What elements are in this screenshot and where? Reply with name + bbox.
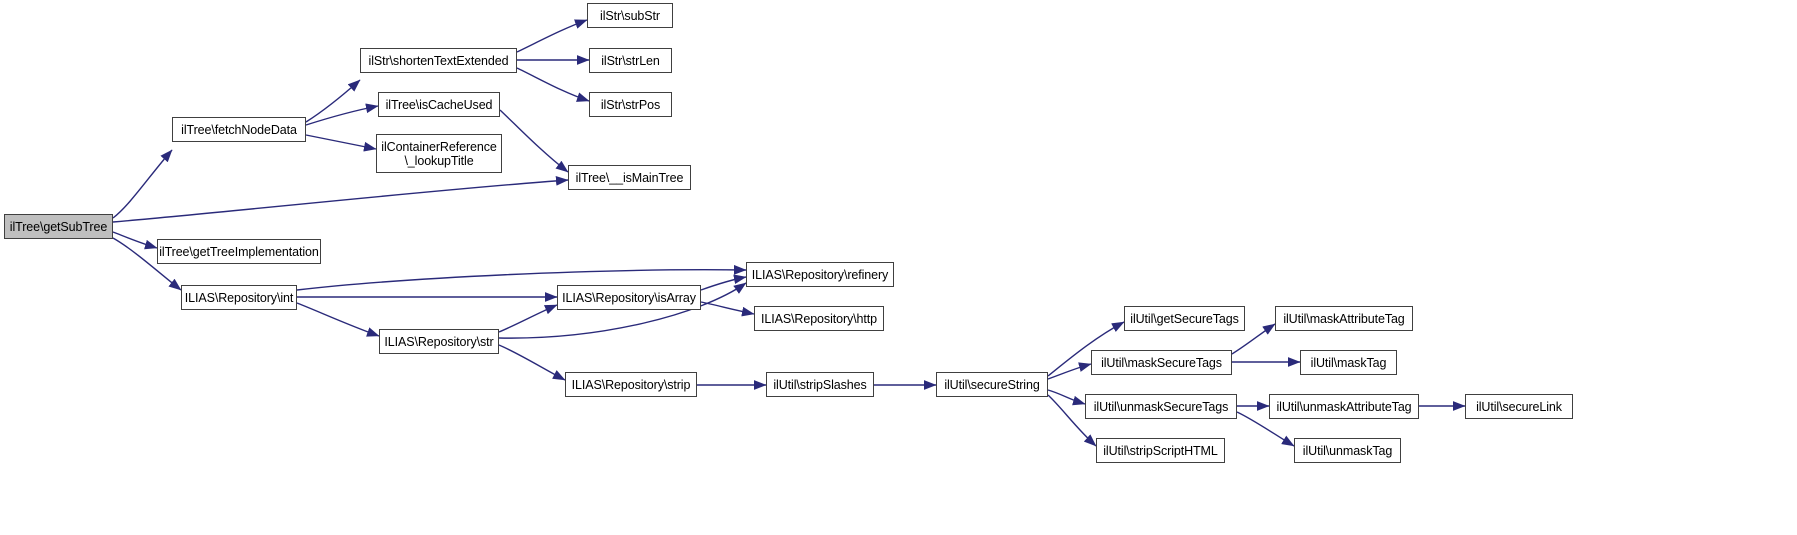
graph-node-getSubTree[interactable]: ilTree\getSubTree: [4, 214, 113, 239]
graph-node-maskAttributeTag[interactable]: ilUtil\maskAttributeTag: [1275, 306, 1413, 331]
graph-node-lookupTitle[interactable]: ilContainerReference \_lookupTitle: [376, 134, 502, 173]
graph-edge-isArray-to-refinery: [700, 274, 747, 291]
graph-node-label: ilUtil\secureString: [944, 377, 1040, 392]
graph-edge-getSubTree-to-isMainTree: [112, 175, 569, 223]
graph-node-label: ILIAS\Repository\refinery: [751, 267, 889, 282]
graph-edge-repoStr-to-refinery: [498, 282, 747, 339]
graph-edge-repoStr-to-isArray: [498, 304, 558, 333]
graph-node-strPos[interactable]: ilStr\strPos: [589, 92, 672, 117]
graph-node-label: ILIAS\Repository\isArray: [562, 290, 696, 305]
graph-node-label: ilStr\subStr: [600, 8, 660, 23]
graph-node-refinery[interactable]: ILIAS\Repository\refinery: [746, 262, 894, 287]
graph-node-subStr[interactable]: ilStr\subStr: [587, 3, 673, 28]
graph-node-repoInt[interactable]: ILIAS\Repository\int: [181, 285, 297, 310]
graph-node-label: ilUtil\secureLink: [1476, 399, 1562, 414]
graph-node-unmaskTag[interactable]: ilUtil\unmaskTag: [1294, 438, 1401, 463]
graph-edge-repoInt-to-refinery: [296, 264, 747, 291]
graph-edge-shortenTextExtended-to-strPos: [516, 67, 590, 102]
graph-node-unmaskAttributeTag[interactable]: ilUtil\unmaskAttributeTag: [1269, 394, 1419, 419]
graph-edge-shortenTextExtended-to-subStr: [516, 19, 588, 53]
graph-node-label: ilUtil\stripScriptHTML: [1103, 443, 1218, 458]
graph-node-secureLink[interactable]: ilUtil\secureLink: [1465, 394, 1573, 419]
graph-node-label: ilTree\__isMainTree: [575, 170, 684, 185]
graph-node-secureString[interactable]: ilUtil\secureString: [936, 372, 1048, 397]
graph-node-label: ilUtil\unmaskTag: [1302, 443, 1393, 458]
graph-node-label: ilUtil\stripSlashes: [773, 377, 867, 392]
graph-edge-repoInt-to-repoStr: [296, 302, 380, 337]
graph-edge-fetchNodeData-to-lookupTitle: [305, 134, 377, 152]
graph-node-stripScriptHTML[interactable]: ilUtil\stripScriptHTML: [1096, 438, 1225, 463]
graph-edge-secureString-to-unmaskSecureTags: [1047, 389, 1086, 406]
graph-node-http[interactable]: ILIAS\Repository\http: [754, 306, 884, 331]
graph-edge-maskSecureTags-to-maskAttributeTag: [1231, 323, 1276, 355]
graph-edge-repoStr-to-repoStrip: [498, 344, 566, 381]
graph-edge-getSubTree-to-repoInt: [112, 237, 182, 291]
graph-node-repoStr[interactable]: ILIAS\Repository\str: [379, 329, 499, 354]
graph-edge-fetchNodeData-to-shortenTextExtended: [305, 79, 361, 123]
graph-node-unmaskSecureTags[interactable]: ilUtil\unmaskSecureTags: [1085, 394, 1237, 419]
graph-node-label: ilUtil\getSecureTags: [1130, 311, 1239, 326]
graph-node-label: ilStr\shortenTextExtended: [368, 53, 509, 68]
graph-node-isCacheUsed[interactable]: ilTree\isCacheUsed: [378, 92, 500, 117]
graph-node-maskSecureTags[interactable]: ilUtil\maskSecureTags: [1091, 350, 1232, 375]
graph-node-label: ilTree\isCacheUsed: [385, 97, 493, 112]
graph-node-label: ilStr\strPos: [600, 97, 661, 112]
graph-edge-secureString-to-maskSecureTags: [1047, 362, 1092, 380]
graph-edge-unmaskSecureTags-to-unmaskTag: [1236, 411, 1295, 447]
graph-node-label: ilTree\fetchNodeData: [181, 122, 297, 137]
graph-node-isMainTree[interactable]: ilTree\__isMainTree: [568, 165, 691, 190]
graph-node-strLen[interactable]: ilStr\strLen: [589, 48, 672, 73]
graph-node-label: ILIAS\Repository\http: [760, 311, 877, 326]
graph-node-stripSlashes[interactable]: ilUtil\stripSlashes: [766, 372, 874, 397]
graph-edge-isCacheUsed-to-isMainTree: [499, 109, 569, 173]
graph-edge-getSubTree-to-fetchNodeData: [112, 149, 173, 219]
graph-node-repoStrip[interactable]: ILIAS\Repository\strip: [565, 372, 697, 397]
graph-node-label: ilUtil\maskAttributeTag: [1283, 311, 1405, 326]
graph-node-label: ilUtil\unmaskAttributeTag: [1276, 399, 1412, 414]
graph-node-label: ilContainerReference \_lookupTitle: [381, 139, 497, 168]
graph-node-fetchNodeData[interactable]: ilTree\fetchNodeData: [172, 117, 306, 142]
graph-node-shortenTextExtended[interactable]: ilStr\shortenTextExtended: [360, 48, 517, 73]
graph-edge-getSubTree-to-getTreeImplementation: [112, 231, 158, 250]
graph-node-label: ILIAS\Repository\str: [384, 334, 494, 349]
graph-node-maskTag[interactable]: ilUtil\maskTag: [1300, 350, 1397, 375]
graph-edge-fetchNodeData-to-isCacheUsed: [305, 103, 379, 126]
graph-edge-isArray-to-http: [700, 301, 755, 317]
graph-node-label: ilUtil\maskTag: [1310, 355, 1387, 370]
graph-node-label: ILIAS\Repository\strip: [571, 377, 691, 392]
graph-node-getTreeImplementation[interactable]: ilTree\getTreeImplementation: [157, 239, 321, 264]
graph-node-label: ilTree\getTreeImplementation: [159, 244, 319, 259]
graph-edges: [112, 19, 1466, 447]
graph-node-label: ilStr\strLen: [601, 53, 660, 68]
graph-edge-secureString-to-getSecureTags: [1047, 321, 1125, 377]
graph-node-isArray[interactable]: ILIAS\Repository\isArray: [557, 285, 701, 310]
graph-edge-secureString-to-stripScriptHTML: [1047, 394, 1097, 447]
graph-node-label: ilTree\getSubTree: [9, 219, 108, 234]
graph-node-label: ILIAS\Repository\int: [184, 290, 294, 305]
graph-node-getSecureTags[interactable]: ilUtil\getSecureTags: [1124, 306, 1245, 331]
graph-node-label: ilUtil\unmaskSecureTags: [1093, 399, 1229, 414]
graph-node-label: ilUtil\maskSecureTags: [1101, 355, 1222, 370]
